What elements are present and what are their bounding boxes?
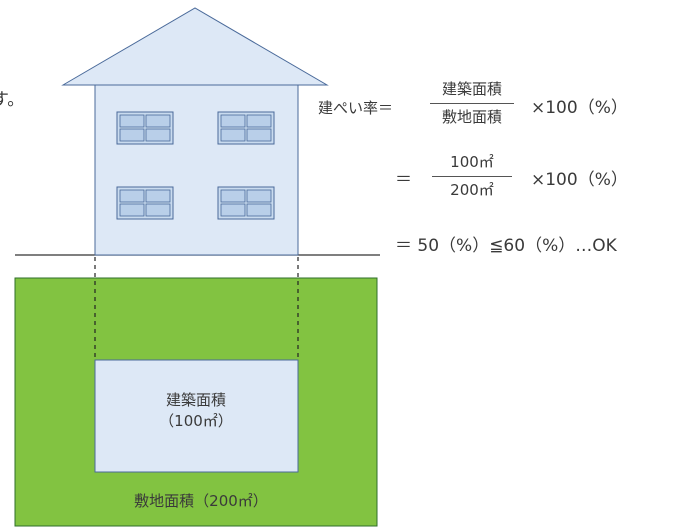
fraction-2-denominator: 200㎡ <box>450 181 494 199</box>
fraction-1-denominator: 敷地面積 <box>441 108 502 126</box>
formula-fraction-2: 100㎡ 200㎡ <box>432 153 512 199</box>
window-top-right <box>217 111 275 145</box>
house-body <box>94 84 299 256</box>
formula-label: 建ぺい率＝ <box>318 99 394 117</box>
site-area-label: 敷地面積（200㎡） <box>134 492 268 510</box>
formula-fraction-1: 建築面積 敷地面積 <box>430 80 514 126</box>
formula-multiplier-2: ×100（%） <box>531 170 628 190</box>
formula-result: ＝ 50（%）≦60（%）…OK <box>395 236 617 256</box>
building-area-label-1: 建築面積 <box>165 391 226 409</box>
fraction-1-numerator: 建築面積 <box>430 80 514 104</box>
formula-line2-equals: ＝ <box>395 170 412 190</box>
window-bottom-right <box>217 186 275 220</box>
window-bottom-left <box>116 186 174 220</box>
window-top-left <box>116 111 174 145</box>
building-footprint <box>94 359 299 473</box>
house-roof <box>61 7 329 86</box>
building-area-label-2: （100㎡） <box>159 412 233 430</box>
formula-multiplier-1: ×100（%） <box>531 98 628 118</box>
cropped-sentence-end: す。 <box>0 90 25 110</box>
fraction-2-numerator: 100㎡ <box>432 153 512 177</box>
